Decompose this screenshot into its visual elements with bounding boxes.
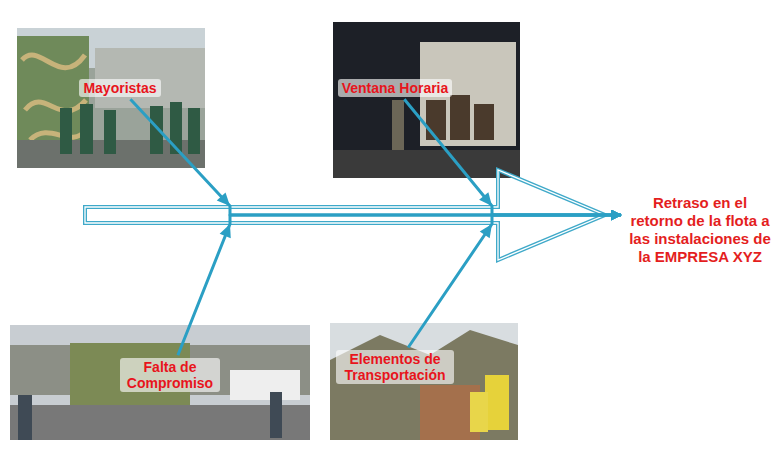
junction-arrowhead <box>479 192 492 206</box>
people <box>18 392 282 440</box>
label-text: Ventana Horaria <box>342 80 449 96</box>
crate <box>470 392 488 432</box>
label-text: Mayoristas <box>83 80 156 96</box>
cause-label: Mayoristas <box>79 79 160 97</box>
connector-line <box>408 215 621 348</box>
photo <box>330 323 518 440</box>
person <box>392 100 404 150</box>
label-text: Elementos de Transportación <box>340 351 450 383</box>
cause-label: Ventana Horaria <box>338 79 453 97</box>
pickup <box>230 370 300 400</box>
photo-ground <box>333 22 520 178</box>
cases <box>426 95 494 140</box>
connector-line <box>178 215 621 355</box>
junction-arrowhead <box>217 192 230 206</box>
cause-arrow <box>130 99 621 215</box>
people <box>60 102 200 154</box>
road <box>333 150 520 178</box>
connector-line <box>404 99 621 215</box>
cause-arrow <box>404 99 621 215</box>
junction-arrowhead <box>220 224 231 238</box>
cause-arrow <box>178 215 621 355</box>
cause-label: Elementos de Transportación <box>336 350 454 384</box>
pavement <box>10 405 310 440</box>
cause-arrow <box>408 215 621 348</box>
junction-arrowhead <box>480 224 492 238</box>
label-text: Falta de Compromiso <box>124 359 216 391</box>
cause-label: Falta de Compromiso <box>120 358 220 392</box>
connector-line <box>130 99 621 215</box>
label-text: Retraso en el retorno de la flota a las … <box>626 194 774 266</box>
mural-pattern <box>22 55 86 140</box>
photo <box>333 22 520 178</box>
person <box>485 375 509 430</box>
building <box>95 48 205 108</box>
mural <box>17 36 89 148</box>
photo <box>10 325 310 440</box>
photo-ground <box>330 323 518 440</box>
photo-ground <box>10 325 310 440</box>
hill <box>330 330 518 440</box>
effect-label: Retraso en el retorno de la flota a las … <box>624 194 776 266</box>
